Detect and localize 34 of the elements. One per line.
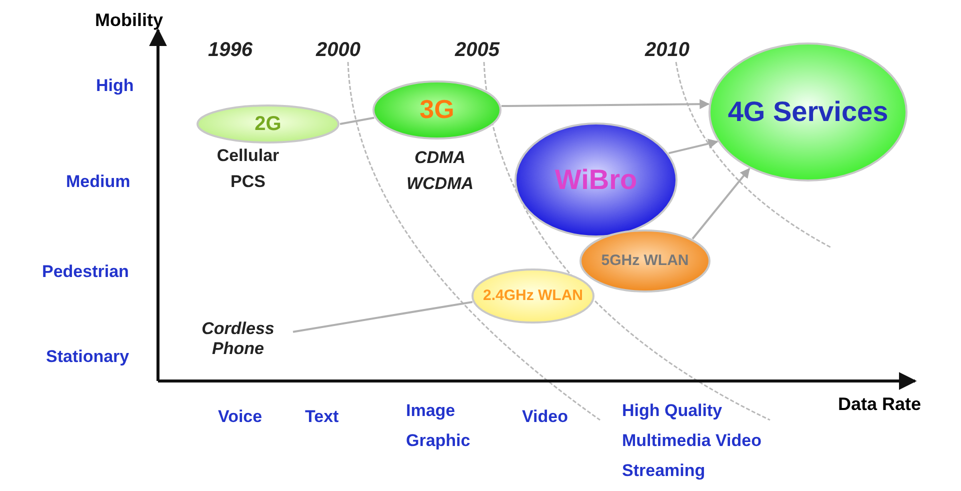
node-label: 2.4GHz WLAN (482, 288, 583, 304)
axis-tick-label: Pedestrian (42, 261, 129, 283)
axis-tick-label: High (96, 75, 134, 97)
arrow (668, 138, 718, 154)
axis-tick-label: Stationary (46, 346, 130, 368)
axis-tick-label: Video (522, 406, 568, 428)
year-label: 2000 (316, 38, 360, 63)
node-label: 2G (254, 114, 282, 134)
axis-tick-label: Medium (66, 171, 130, 193)
axis-tick-label: Voice (218, 406, 262, 428)
axis-tick-label: High Quality Multimedia Video Streaming (622, 400, 762, 482)
axis-tick-label: Text (305, 406, 339, 428)
axis-title: Mobility (95, 9, 163, 32)
year-label: 2010 (645, 38, 690, 63)
node-label: 3G (420, 96, 454, 124)
node-caption: CDMA WCDMA (405, 147, 475, 196)
arrow (692, 168, 750, 240)
year-label: 1996 (208, 38, 252, 63)
annotation-text: Cordless Phone (183, 317, 293, 361)
connector-line (292, 300, 473, 333)
axis-title: Data Rate (838, 393, 922, 416)
node-label: 4G Services (728, 97, 888, 127)
generation-ellipse (372, 80, 502, 140)
node-label: WiBro (554, 165, 638, 195)
technology-ellipse (708, 42, 908, 182)
year-label: 2005 (455, 38, 500, 63)
axis-tick-label: Image Graphic (406, 400, 472, 452)
node-label: 5GHz WLAN (601, 253, 689, 269)
technology-ellipse (514, 122, 678, 238)
node-caption: Cellular PCS (216, 145, 280, 194)
generation-ellipse (196, 104, 340, 144)
technology-ellipse (471, 268, 595, 324)
arrow (501, 99, 710, 110)
connector-line (340, 116, 374, 125)
